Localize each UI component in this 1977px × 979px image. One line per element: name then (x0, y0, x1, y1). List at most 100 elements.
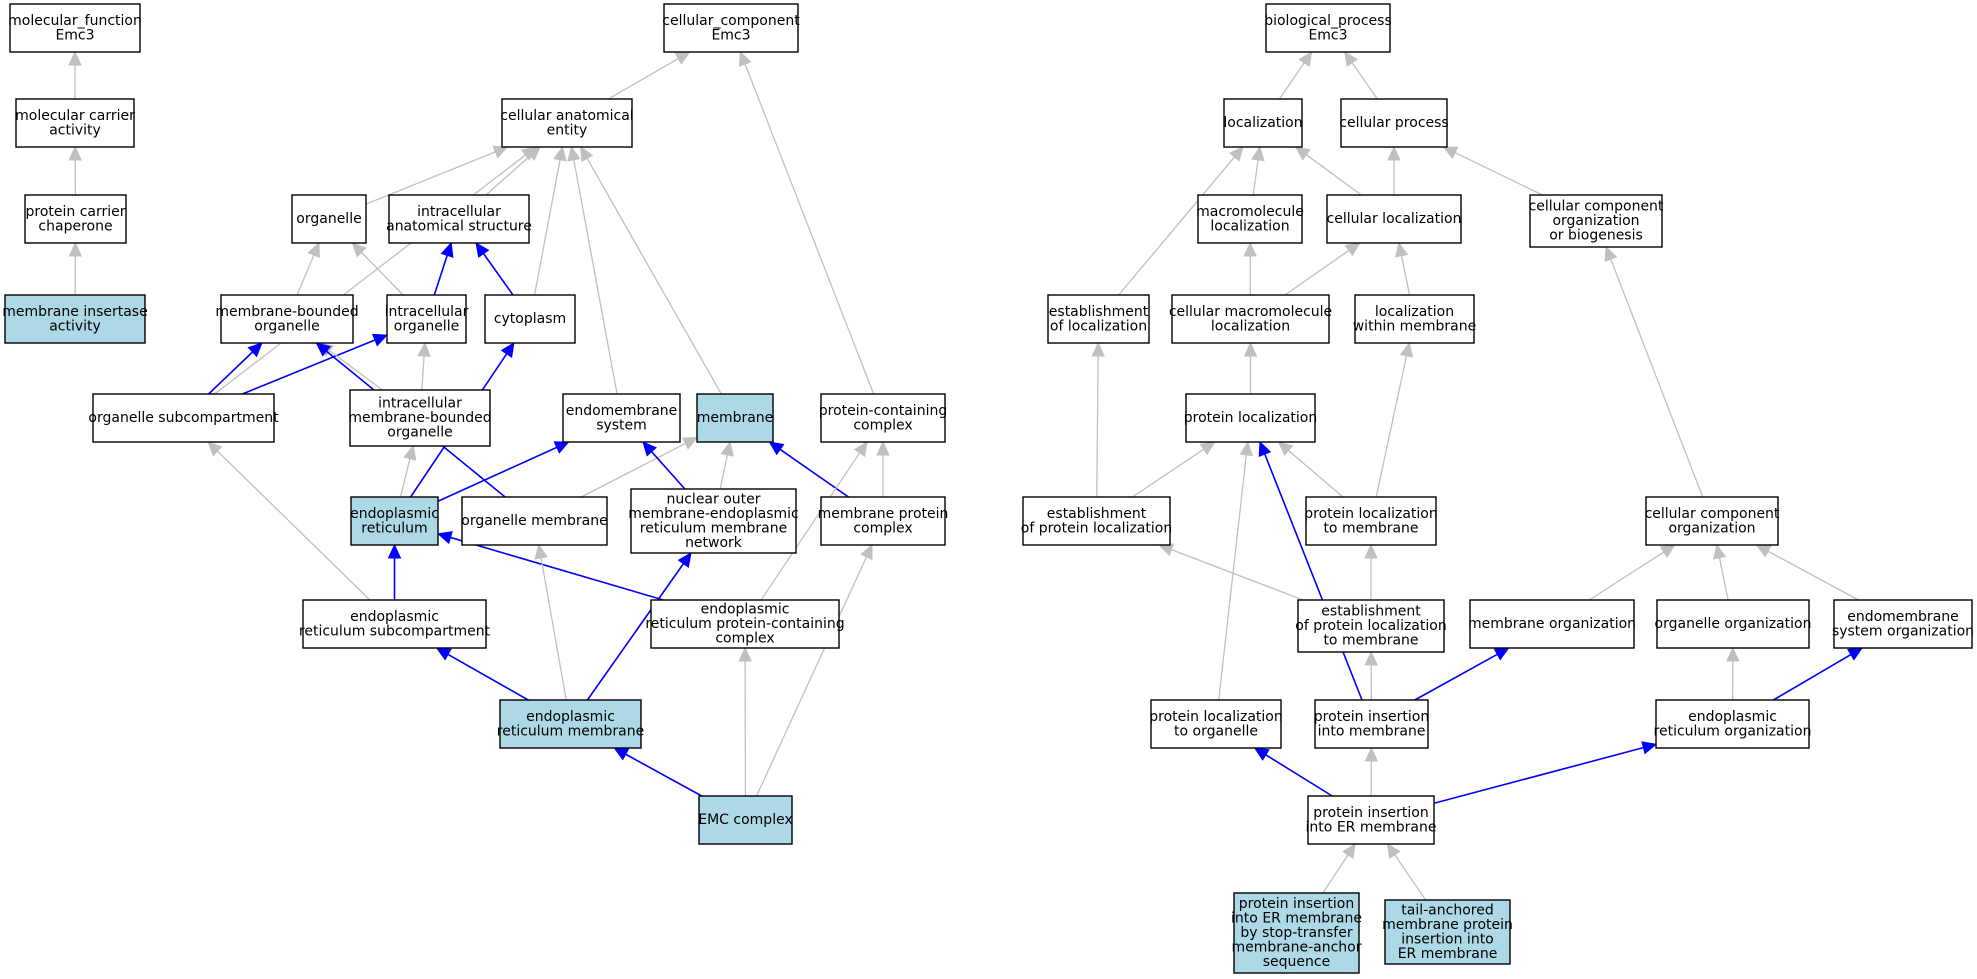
node-label-line: anatomical structure (386, 218, 532, 234)
node-membrane[interactable]: membrane (696, 393, 774, 443)
edge-arrowhead (553, 145, 567, 162)
node-label-line: cellular macromolecule (1169, 304, 1332, 320)
edge-arrowhead (1641, 741, 1658, 755)
edge-prot_loc-to-cell_macro_loc (1243, 341, 1258, 394)
node-cell-loc[interactable]: cellular localization (1326, 194, 1462, 244)
edge-prot_loc_mem-to-loc_within_mem (1375, 341, 1414, 498)
edge-arrowhead (1394, 241, 1409, 258)
node-box (1655, 699, 1810, 749)
edge-arrowhead (247, 342, 263, 358)
node-prot-loc[interactable]: protein localization (1184, 393, 1317, 443)
node-label-line: organelle (394, 318, 459, 334)
node-label-line: complex (853, 417, 912, 433)
edge-arrowhead (307, 241, 320, 259)
edge-er-to-intra_mb_org (399, 444, 417, 498)
node-label-line: establishment (1047, 506, 1147, 522)
node-organelle[interactable]: organelle (291, 194, 367, 244)
node-cell-process[interactable]: cellular process (1339, 98, 1449, 148)
node-box (1469, 599, 1635, 649)
edge-arrowhead (1387, 145, 1401, 161)
node-cytoplasm[interactable]: cytoplasm (484, 294, 576, 344)
edge-arrowhead (436, 531, 453, 545)
edge-cell_process-to-bp_root (1343, 51, 1378, 100)
edge-arrowhead (876, 440, 890, 456)
node-localization[interactable]: localization (1223, 98, 1303, 148)
node-box (1833, 599, 1973, 649)
edge-cc_org_bio-to-cell_process (1442, 146, 1543, 196)
edge-line (242, 339, 376, 395)
node-label-line: protein carrier (25, 204, 125, 220)
node-label-line: endoplasmic (1688, 709, 1777, 725)
node-nuc-outer[interactable]: nuclear outermembrane-endoplasmicreticul… (628, 488, 799, 554)
edge-line (437, 446, 558, 502)
edge-arrowhead (1364, 650, 1378, 666)
node-label-line: localization (1375, 304, 1454, 320)
edge-macro_loc-to-localization (1251, 145, 1265, 196)
edge-er_prot_complex-to-er (436, 531, 664, 601)
edge-est_loc-to-localization (1118, 146, 1244, 296)
edge-line (1305, 154, 1362, 196)
node-label-line: Emc3 (1308, 27, 1347, 43)
node-label-line: membrane insertase (2, 304, 147, 320)
edge-arrowhead (1251, 145, 1265, 162)
edge-prot_ins_mem-to-est_prot_loc_mem (1364, 650, 1378, 701)
edge-line (1118, 156, 1235, 296)
node-label-line: membrane-anchor (1232, 940, 1362, 956)
node-label-line: sequence (1263, 954, 1330, 970)
edge-arrowhead (553, 441, 570, 454)
node-org-subcomp[interactable]: organelle subcompartment (88, 393, 279, 443)
edge-line (755, 556, 868, 797)
node-label-line: biological_process (1264, 13, 1392, 29)
edge-arrowhead (351, 242, 367, 258)
edge-er_org-to-organelle_org (1726, 646, 1740, 701)
edge-endomem_sys-to-cell_anat (567, 145, 618, 395)
node-box (24, 194, 127, 244)
node-mem-org[interactable]: membrane organization (1468, 599, 1636, 649)
edge-arrowhead (68, 50, 82, 66)
edge-arrowhead (677, 552, 692, 568)
edge-cell_macro_loc-to-macro_loc (1243, 241, 1257, 296)
node-org-membrane[interactable]: organelle membrane (461, 496, 608, 546)
edge-arrowhead (1199, 441, 1216, 456)
node-label-line: endomembrane (566, 403, 678, 419)
node-organelle-org[interactable]: organelle organization (1655, 599, 1812, 649)
node-emc[interactable]: EMC complex (698, 795, 793, 845)
edge-arrowhead (207, 441, 223, 457)
node-box (630, 488, 797, 554)
edge-line (1322, 854, 1349, 894)
